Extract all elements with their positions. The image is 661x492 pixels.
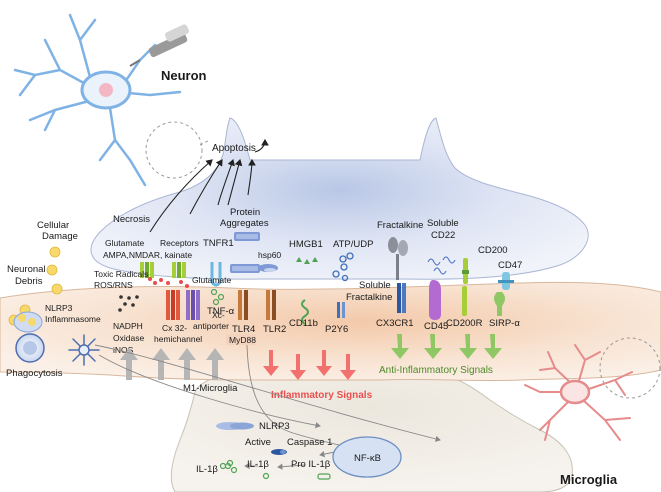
hmgb1-label: HMGB1 [289, 239, 323, 250]
neuron-cell-body [90, 117, 589, 280]
cellular-damage-label-2: Damage [42, 231, 78, 242]
neuronal-debris-label-2: Debris [15, 276, 43, 287]
cx32-label-2: hemichannel [154, 334, 202, 344]
ampa-kainate-label: AMPA,NMDAR, kainate [103, 250, 192, 260]
il1b-outer-label: IL-1β [196, 464, 218, 475]
tnf-alpha-label: TNF-α [207, 306, 235, 317]
protein-aggregates-label-2: Aggregates [220, 218, 269, 229]
caspase1-icon [271, 449, 287, 455]
glutamate-label: Glutamate [192, 275, 231, 285]
nlrp3-inflammasome-label-1: NLRP3 [45, 303, 73, 313]
electrode-icon [129, 24, 190, 67]
hsp60-icon [258, 264, 278, 272]
soluble-cd22-label-1: Soluble [427, 218, 459, 229]
inflammatory-signals-label: Inflammatory Signals [271, 390, 373, 401]
cx3cr1-label: CX3CR1 [376, 318, 414, 329]
cd11b-icon [301, 299, 309, 325]
cd47-icon [498, 272, 514, 290]
cd200-label: CD200 [478, 245, 508, 256]
active-label: Active [245, 437, 271, 448]
nlrp3-label: NLRP3 [259, 421, 290, 432]
tnfr1-label: TNFR1 [203, 238, 234, 249]
xc-antiporter-icon [186, 290, 200, 320]
microglia-zoom-circle [599, 337, 661, 399]
glutamate-dots [148, 277, 189, 288]
tlr2-label: TLR2 [263, 324, 286, 335]
xc-label-2: antiporter [193, 321, 229, 331]
neuron-title: Neuron [161, 68, 207, 83]
nlrp3-star-icon [68, 334, 100, 366]
radicals-dots [118, 295, 139, 312]
glutamate-receptors-label-1: Glutamate [105, 238, 144, 248]
atp-udp-label: ATP/UDP [333, 239, 373, 250]
toxic-radicals-label-2: ROS/RNS [94, 280, 133, 290]
glutamate-receptors-label-2: Receptors [160, 238, 199, 248]
nlrp3-complex-icon [216, 422, 254, 430]
inflammatory-arrows [263, 350, 356, 380]
cd200r-label: CD200R [446, 318, 483, 329]
cd22-icon [427, 256, 456, 275]
caspase1-label: Caspase 1 [287, 437, 332, 448]
tnf-alpha-icon [210, 288, 225, 306]
protein-aggregates-label-1: Protein [230, 207, 260, 218]
neuronal-debris-label-1: Neuronal [7, 264, 46, 275]
nlrp3-inflammasome-label-2: Inflammasome [45, 314, 101, 324]
nadph-label-2: Oxidase [113, 333, 144, 343]
neuron-zoom-circle [145, 121, 203, 179]
il1b-outer-icons [219, 459, 234, 470]
p2y6-label: P2Y6 [325, 324, 348, 335]
hmgb1-icon [296, 257, 318, 264]
nadph-label-1: NADPH [113, 321, 143, 331]
cellular-damage-label-1: Cellular [37, 220, 69, 231]
fractalkine-label: Fractalkine [377, 220, 423, 231]
soluble-cd22-label-2: CD22 [431, 230, 455, 241]
atp-icon [332, 252, 354, 282]
cx32-hemichannel-icon [166, 290, 180, 320]
tlr4-label: TLR4 [232, 324, 255, 335]
cd45-icon [429, 280, 441, 320]
anti-inflammatory-signals-label: Anti-Inflammatory Signals [379, 365, 493, 376]
inflammasome-icon [13, 311, 43, 333]
il1b-inner-label: IL-1β [247, 459, 269, 470]
cd200r-icon [462, 286, 467, 316]
fractalkine-icon [388, 237, 408, 280]
nfkb-nucleus [332, 436, 402, 478]
myd88-label: MyD88 [229, 335, 256, 345]
nadph-label-3: iNOS [113, 345, 134, 355]
phagocytosis-label: Phagocytosis [6, 368, 63, 379]
cx32-label-1: Cx 32- [162, 323, 187, 333]
cd47-label: CD47 [498, 260, 522, 271]
apoptosis-arrows [149, 138, 269, 233]
cd200-icon [462, 258, 469, 284]
soluble-fractalkine-label-2: Fractalkine [346, 292, 392, 303]
apoptosis-label: Apoptosis [212, 143, 256, 154]
tlr2-icon [266, 290, 276, 320]
hsp60-label: hsp60 [258, 250, 281, 260]
necrosis-label: Necrosis [113, 214, 150, 225]
tlr4-icon [238, 290, 248, 320]
cd11b-label: CD11b [289, 318, 318, 329]
myd88-badge [226, 334, 256, 345]
m1-arrows [120, 348, 224, 380]
cd45-label: CD45 [424, 321, 448, 332]
p2y6-icon [337, 302, 345, 318]
m1-microglia-label: M1-Microglia [183, 383, 238, 394]
toxic-radicals-label-1: Toxic Radicals [94, 269, 148, 279]
microglia-icon [524, 344, 633, 441]
sirp-alpha-icon [494, 292, 505, 316]
xc-label-1: Xc- [212, 310, 225, 320]
pro-il1b-label: Pro IL-1β [291, 459, 331, 470]
glutamate-receptor-icons [140, 262, 186, 278]
microglia-title: Microglia [560, 472, 618, 487]
nfkb-label: NF-κB [354, 453, 381, 464]
neuron-icon [13, 13, 182, 187]
soluble-fractalkine-label-1: Soluble [359, 280, 391, 291]
protein-aggregate-icon [230, 232, 260, 273]
tnfr1-receptor-icon [210, 262, 222, 287]
sirp-alpha-label: SIRP-α [489, 318, 520, 329]
anti-inflammatory-arrows [391, 334, 502, 359]
cx3cr1-icon [397, 283, 406, 313]
